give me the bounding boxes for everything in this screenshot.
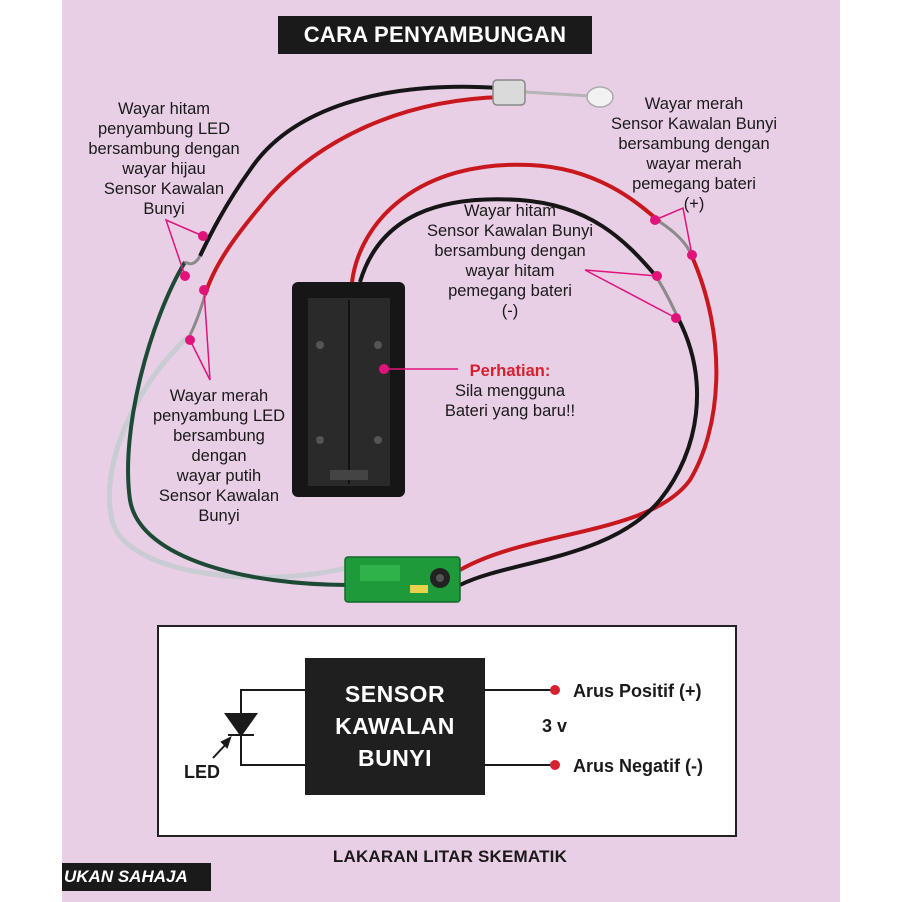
voltage-label: 3 v (542, 716, 568, 736)
attention-title: Perhatian: (469, 362, 551, 380)
marker-dot (652, 271, 662, 281)
led-black-joint (184, 255, 202, 266)
marker-dot (671, 313, 681, 323)
sensor-red-wire (459, 251, 719, 572)
led-red-joint (188, 294, 207, 336)
battery-holder (292, 282, 405, 497)
negative-terminal (550, 760, 560, 770)
marker-dot (687, 250, 697, 260)
led-black-wire (198, 84, 501, 257)
led-arrow-icon (212, 736, 232, 759)
marker-dot (199, 285, 209, 295)
led-component (492, 79, 614, 108)
led-red-wire (203, 95, 503, 296)
green-wire (126, 260, 349, 587)
positive-label: Arus Positif (+) (573, 681, 702, 701)
right-red-joint (659, 220, 692, 253)
schematic-caption: LAKARAN LITAR SKEMATIK (332, 847, 568, 866)
led-label: LED (184, 762, 220, 782)
pointer-lines (164, 206, 693, 381)
negative-label: Arus Negatif (-) (573, 756, 703, 776)
page-title: CARA PENYAMBUNGAN (278, 16, 592, 54)
marker-dot (379, 364, 389, 374)
sensor-black-wire (459, 317, 700, 587)
diode-symbol (224, 713, 258, 737)
joint-markers (180, 215, 697, 374)
marker-dot (185, 335, 195, 345)
marker-dot (198, 231, 208, 241)
footer-tag: UKAN SAHAJA (62, 863, 211, 891)
battery-red-wire (350, 162, 662, 283)
sensor-pcb (344, 556, 461, 603)
marker-dot (180, 271, 190, 281)
marker-dot (650, 215, 660, 225)
positive-terminal (550, 685, 560, 695)
battery-black-wire (358, 197, 657, 283)
